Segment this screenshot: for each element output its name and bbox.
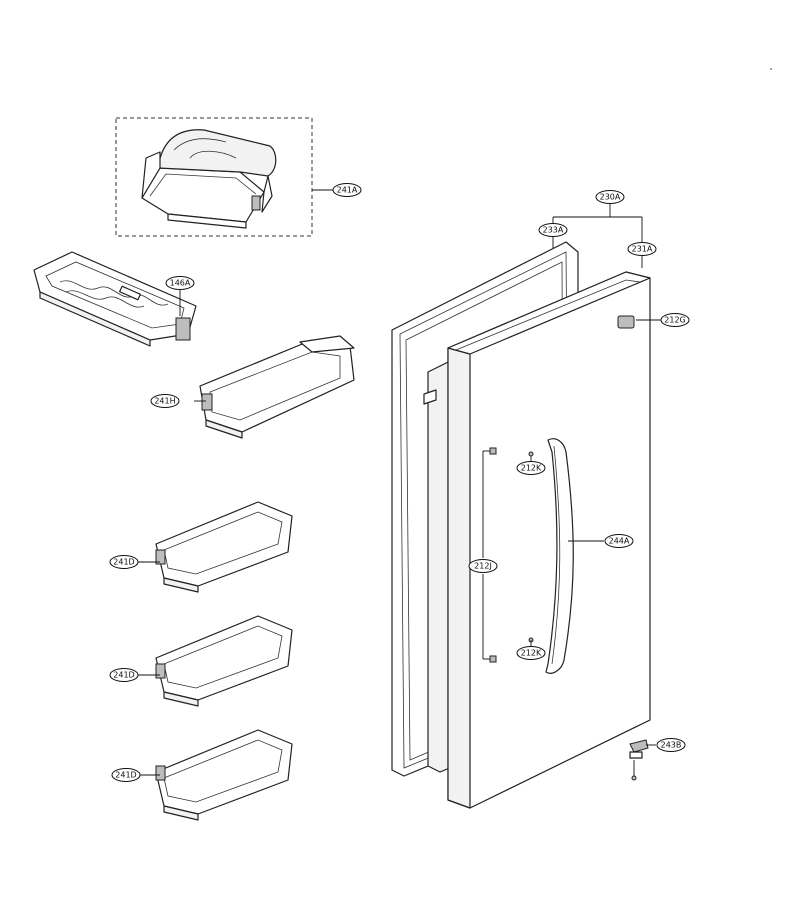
corner-dot xyxy=(770,68,772,70)
dashed-group-box xyxy=(115,117,313,237)
callout-label: 241D xyxy=(113,671,134,680)
part-241d-door-bin-3 xyxy=(155,729,293,821)
part-241h-door-bin xyxy=(199,335,355,439)
callout-label: 212G xyxy=(664,316,685,325)
part-146a-dispenser-tray xyxy=(33,251,197,347)
callout-label: 231A xyxy=(632,245,653,254)
part-230a-door-front xyxy=(447,271,651,809)
part-241d-door-bin-1 xyxy=(155,501,293,593)
callout-146a: 146A xyxy=(165,276,195,290)
callout-212j: 212J xyxy=(468,559,498,573)
callout-212k-2: 212K xyxy=(516,646,546,660)
callout-label: 241H xyxy=(154,397,175,406)
callout-241h: 241H xyxy=(150,394,180,408)
part-243b-lower-hinge xyxy=(629,739,649,781)
callout-label: 243B xyxy=(661,741,682,750)
callout-label: 212J xyxy=(474,562,492,571)
callout-231a: 231A xyxy=(627,242,657,256)
callout-241d-3: 241D xyxy=(111,768,141,782)
callout-212k-1: 212K xyxy=(516,461,546,475)
callout-label: 233A xyxy=(543,226,564,235)
callout-label: 212K xyxy=(521,649,542,658)
leader-lines xyxy=(138,189,661,776)
callout-label: 146A xyxy=(170,279,191,288)
callout-243b: 243B xyxy=(656,738,686,752)
callout-244a: 244A xyxy=(604,534,634,548)
callout-241a: 241A xyxy=(332,183,362,197)
callout-212g: 212G xyxy=(660,313,690,327)
callout-241d-2: 241D xyxy=(109,668,139,682)
callout-label: 230A xyxy=(600,193,621,202)
callout-label: 241D xyxy=(115,771,136,780)
callout-label: 241A xyxy=(337,186,358,195)
part-244a-door-handle xyxy=(545,438,574,674)
callout-230a: 230A xyxy=(595,190,625,204)
part-241a-dispenser-module xyxy=(115,117,313,237)
logo-badge xyxy=(617,315,635,329)
callout-241d-1: 241D xyxy=(109,555,139,569)
callout-label: 244A xyxy=(609,537,630,546)
part-241d-door-bin-2 xyxy=(155,615,293,707)
callout-233a: 233A xyxy=(538,223,568,237)
callout-label: 212K xyxy=(521,464,542,473)
callout-label: 241D xyxy=(113,558,134,567)
